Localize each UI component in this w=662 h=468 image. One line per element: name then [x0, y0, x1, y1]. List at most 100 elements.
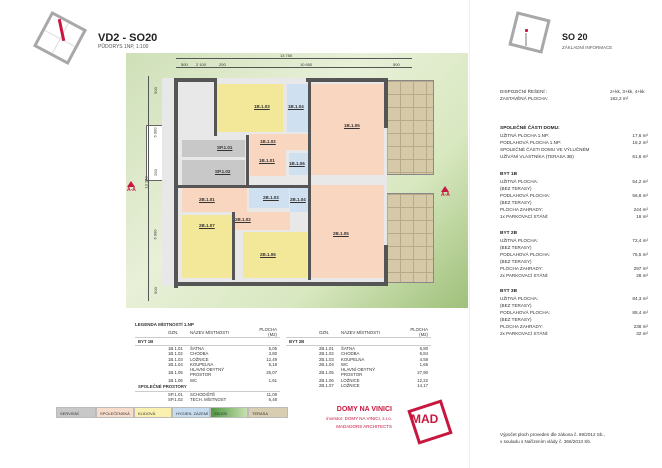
room-1B-1-06: 1B.1.06	[289, 153, 308, 175]
dim-side-3: 250	[152, 169, 158, 176]
swatch-zelen: ZELEŇ	[210, 407, 248, 418]
unit-2B-note: (BEZ TERASY)	[500, 259, 532, 264]
wall-bed-divider	[232, 212, 235, 280]
dim-side-5: 500	[152, 287, 158, 294]
room-2B-1-01: 2B.1.01	[182, 188, 247, 212]
info-title: SO 20	[562, 32, 588, 42]
common-heading: SPOLEČNÉ ČÁSTI DOMU:	[500, 126, 560, 131]
section-marker-right: A-A	[441, 186, 450, 198]
dim-side-1: 500	[152, 87, 158, 94]
calc-note-1: Výpočet ploch proveden dle zákona č. 89/…	[500, 432, 605, 437]
unit-1B-usable: UŽITNÁ PLOCHA:54,2 m²	[500, 179, 648, 184]
swatch-terasa: TERASA	[248, 407, 288, 418]
unit-1B-garden: PLOCHA ZAHRADY:244 m²	[500, 207, 648, 212]
common-exclusive-row: UŽÍVÁNÍ VLASTNÍKA (TERASA 3B)61,6 m²	[500, 154, 648, 159]
col-header-area: PLOCHA (M2)	[398, 327, 431, 338]
unit-3B-floor: PODLAHOVÁ PLOCHA:88,4 m²	[500, 310, 648, 315]
dimension-line-segments	[176, 67, 412, 68]
wall-north-2	[306, 78, 386, 82]
unit-1B-note: (BEZ TERASY)	[500, 200, 532, 205]
section-triangle-icon	[127, 181, 136, 187]
brand-name: DOMY NA VINICI	[336, 406, 392, 413]
wall-east-1	[384, 78, 388, 128]
room-SP-1-02: SP.1.02	[182, 160, 245, 186]
dimension-line-top	[176, 58, 412, 59]
unit-3B-usable: UŽITNÁ PLOCHA:84,3 m²	[500, 296, 648, 301]
dim-seg-5: 500	[393, 62, 400, 67]
dim-total-width: 13 750	[280, 53, 293, 58]
room-2B-1-02: 2B.1.02	[232, 212, 290, 230]
col-header-name: NÁZEV MÍSTNOSTI	[338, 327, 399, 338]
dim-side-2: 6 000	[152, 127, 158, 138]
mad-logo-text: MAD	[411, 412, 439, 426]
unit-2B-usable: UŽITNÁ PLOCHA:72,4 m²	[500, 238, 648, 243]
room-1B-1-04: 1B.1.04	[287, 84, 308, 132]
group-row: BYT 2B	[286, 337, 431, 346]
wall-west	[174, 78, 178, 288]
info-layout-row: DISPOZIČNÍ ŘEŠENÍ :2+kk, 3+kk, 4+kk	[500, 89, 645, 94]
room-1B-1-01: 1B.1.01	[250, 150, 286, 176]
page-title: VD2 - SO20	[98, 32, 158, 44]
room-1B-1-03: 1B.1.03	[217, 84, 283, 132]
common-usable-row: UŽITNÁ PLOCHA 1.NP:17,6 m²	[500, 133, 648, 138]
common-exclusive-line: SPOLEČNÉ ČÁSTI DOMU VE VÝLUČNÉM	[500, 147, 590, 152]
terrace-bottom	[386, 193, 434, 283]
unit-3B-note: (BEZ TERASY)	[500, 317, 532, 322]
wall-core	[246, 135, 249, 187]
dim-seg-4: 10 650	[300, 62, 313, 67]
color-legend: SERVISNÍ SPOLEČENSKÁ KLIDOVÁ HYGIEN. ZÁZ…	[56, 407, 288, 418]
section-marker-left: A-A	[127, 181, 136, 193]
info-icon-bar	[525, 33, 527, 46]
swatch-klidova: KLIDOVÁ	[134, 407, 172, 418]
room-SP-1-01: SP.1.01	[182, 140, 245, 157]
brand-architect: MADADORS ARCHITECTS	[336, 424, 392, 429]
room-2B-1-05: 2B.1.05	[311, 185, 384, 278]
calc-note-2: v souladu s Nařízením vlády č. 366/2013 …	[500, 439, 592, 444]
room-1B-1-02: 1B.1.02	[250, 134, 308, 150]
swatch-servisni: SERVISNÍ	[56, 407, 96, 418]
info-built-area-row: ZASTAVĚNÁ PLOCHA:182,2 m²	[500, 96, 629, 101]
unit-3B-parking: 2x PARKOVACÍ STÁNÍ:32 m²	[500, 331, 648, 336]
room-1B-1-05: 1B.1.05	[311, 84, 384, 175]
unit-2B-heading: BYT 2B	[500, 231, 518, 236]
room-2B-1-07: 2B.1.07	[182, 215, 232, 278]
room-legend-title: LEGENDA MÍSTNOSTÍ 1.NP	[135, 322, 194, 327]
unit-3B-heading: BYT 3B	[500, 289, 518, 294]
brand-investor: investor: DOMY NA VINICI, s.r.o.	[326, 416, 392, 421]
room-table-left: OZN. NÁZEV MÍSTNOSTI PLOCHA (M2) BYT 1B …	[135, 327, 280, 402]
swatch-spolecenska: SPOLEČENSKÁ	[96, 407, 134, 418]
room-table-right: OZN. NÁZEV MÍSTNOSTI PLOCHA (M2) BYT 2B …	[286, 327, 431, 388]
room-2B-1-04: 2B.1.04	[290, 188, 308, 212]
col-header-name: NÁZEV MÍSTNOSTI	[187, 327, 248, 338]
wall-east-2	[384, 245, 388, 285]
swatch-hygien: HYGIEN. ZÁZEMÍ	[172, 407, 210, 418]
unit-1B-heading: BYT 1B	[500, 172, 518, 177]
unit-1B-note: (BEZ TERASY)	[500, 186, 532, 191]
dim-seg-2: 2 100	[196, 62, 207, 67]
group-row: SPOLEČNÉ PROSTORY	[135, 383, 280, 392]
unit-1B-parking: 1x PARKOVACÍ STÁNÍ:16 m²	[500, 214, 648, 219]
page-subtitle: PŮDORYS 1NP, 1:100	[98, 44, 149, 50]
group-row: BYT 1B	[135, 337, 280, 346]
unit-2B-parking: 2x PARKOVACÍ STÁNÍ:28 m²	[500, 273, 648, 278]
room-2B-1-03: 2B.1.03	[249, 188, 289, 208]
unit-3B-garden: PLOCHA ZAHRADY:238 m²	[500, 324, 648, 329]
wall-party	[308, 80, 311, 280]
unit-2B-garden: PLOCHA ZAHRADY:297 m²	[500, 266, 648, 271]
dimension-line-left	[148, 76, 149, 301]
wall-stair	[214, 78, 217, 136]
wall-north-1	[174, 78, 214, 82]
